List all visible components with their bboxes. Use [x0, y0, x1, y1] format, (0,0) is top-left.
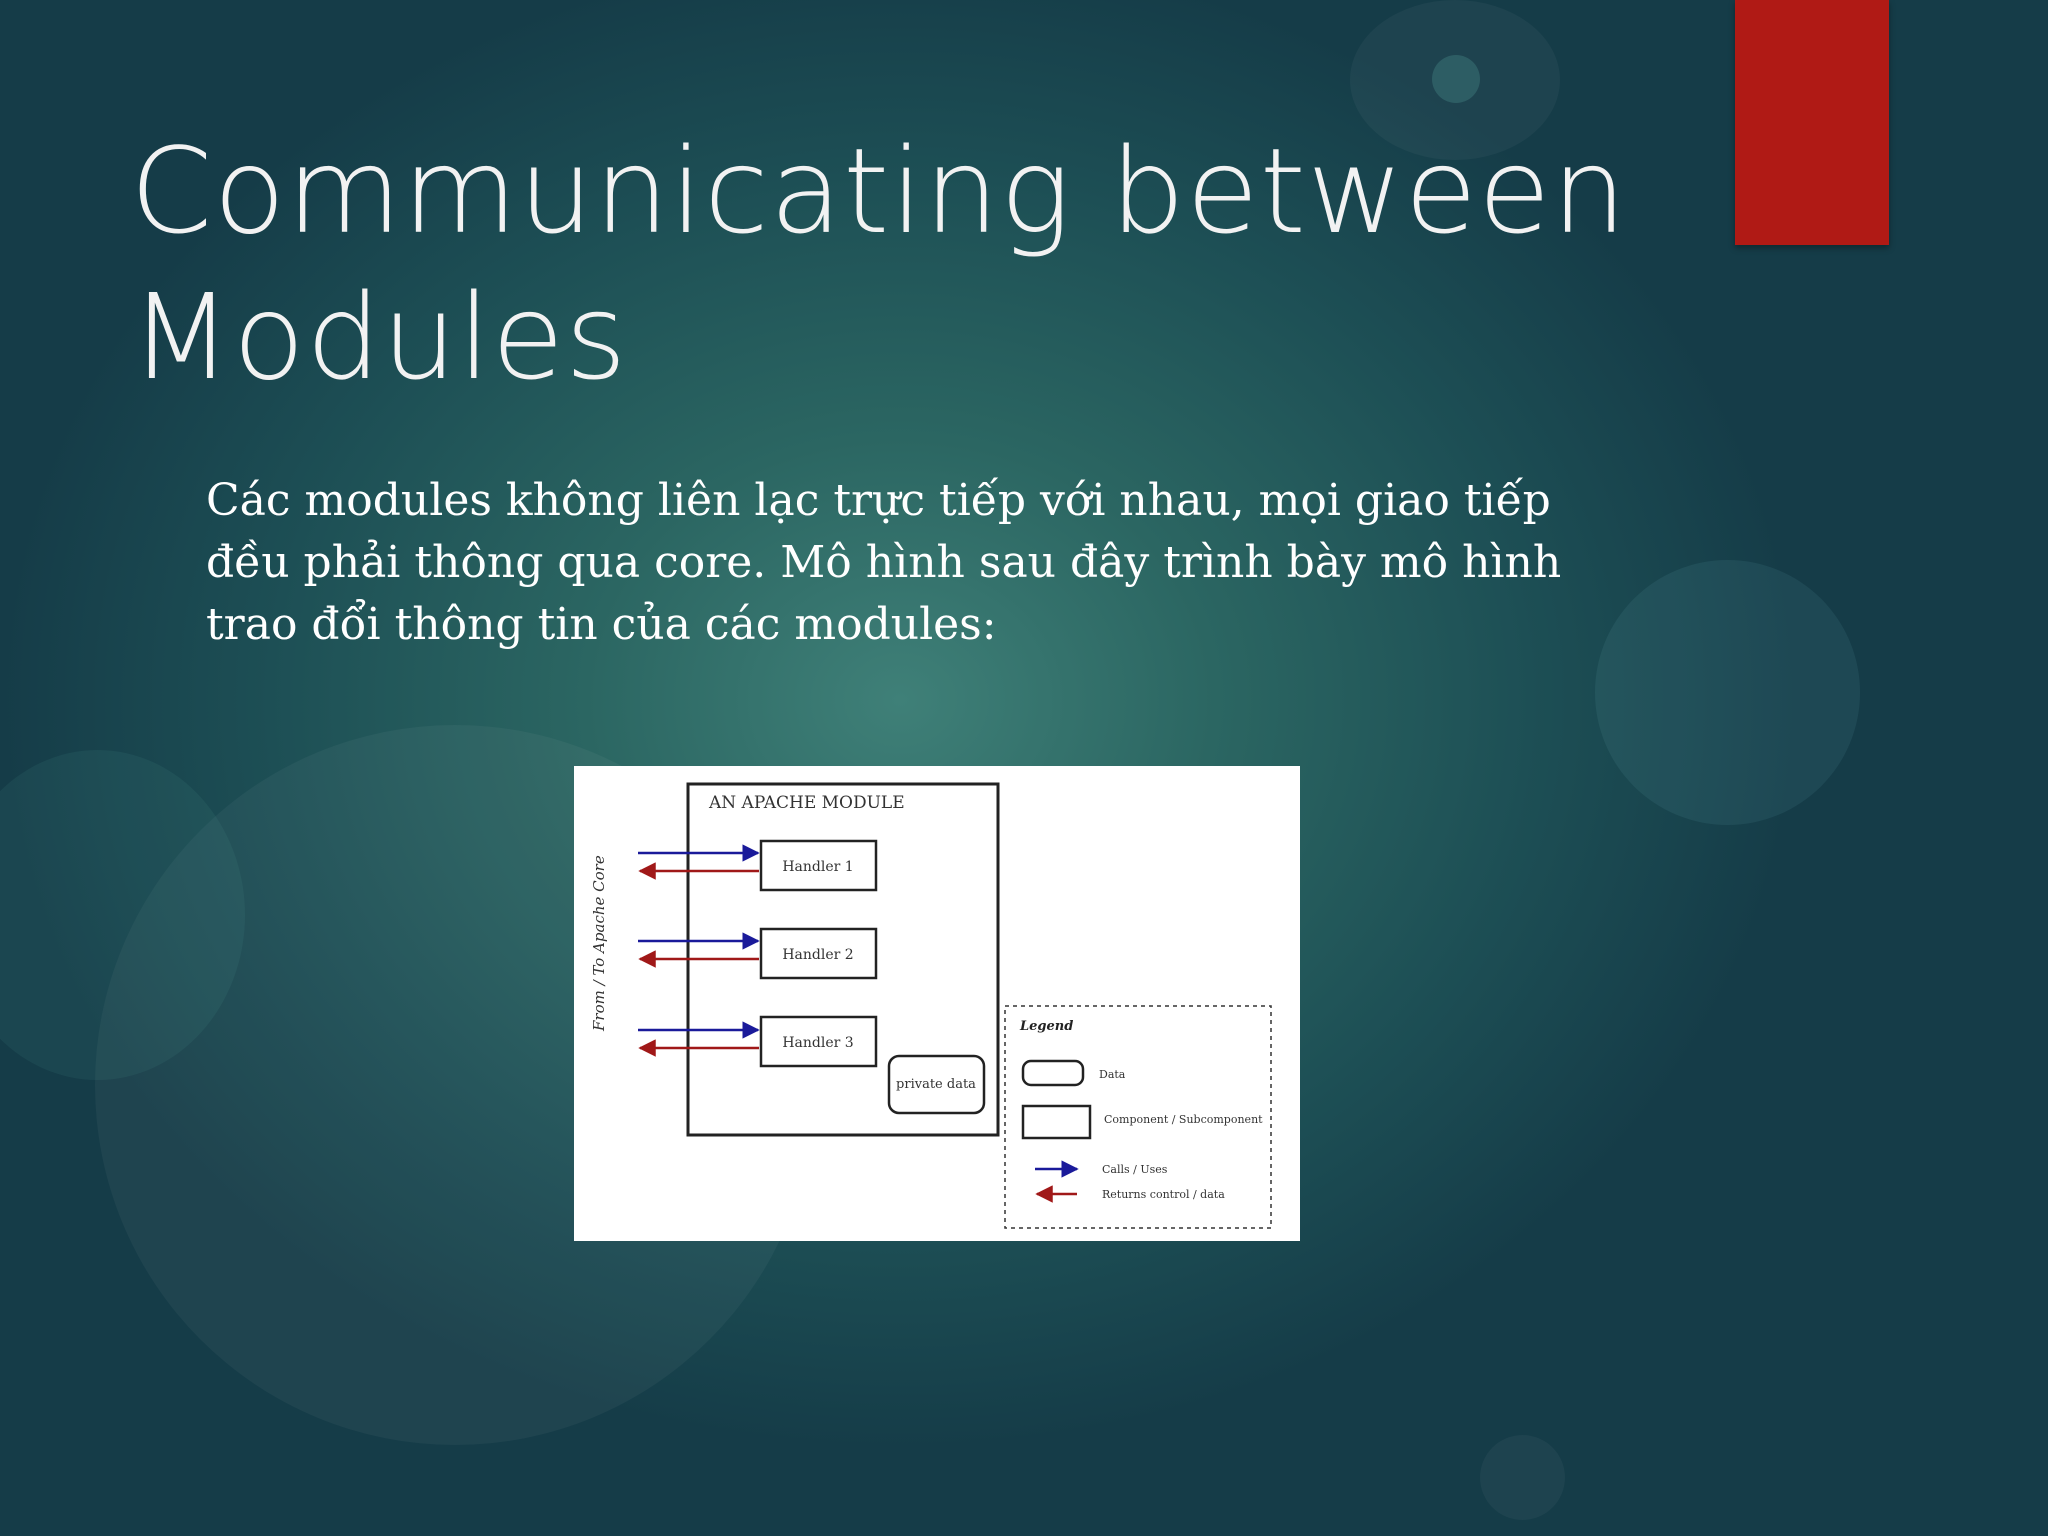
- legend-component-shape: [1021, 1104, 1092, 1140]
- handler-box: [759, 839, 878, 892]
- private-data-box: [887, 1054, 986, 1115]
- accent-bar: [1735, 0, 1889, 245]
- bokeh-circle: [1432, 55, 1480, 103]
- apache-module-diagram: AN APACHE MODULE From / To Apache Core H…: [574, 766, 1300, 1241]
- handler-box: [759, 927, 878, 980]
- legend-component-label: Component / Subcomponent: [1104, 1113, 1263, 1126]
- legend-returns-label: Returns control / data: [1102, 1188, 1225, 1201]
- slide-body-text: Các modules không liên lạc trực tiếp với…: [206, 475, 1562, 650]
- handler-box: [759, 1015, 878, 1068]
- bokeh-circle: [0, 750, 245, 1080]
- legend-calls-label: Calls / Uses: [1102, 1163, 1168, 1176]
- slide-title-line-2: Modules: [130, 268, 628, 406]
- bokeh-circle: [1480, 1435, 1565, 1520]
- slide-title-line-1: Communicating between: [130, 122, 1628, 260]
- side-label: From / To Apache Core: [590, 855, 608, 1032]
- handler-label: Handler 3: [782, 1035, 853, 1051]
- private-data-label: private data: [896, 1077, 976, 1092]
- legend-title: Legend: [1019, 1019, 1073, 1034]
- legend-data-label: Data: [1099, 1068, 1126, 1081]
- handler-label: Handler 2: [782, 947, 853, 963]
- legend-data-shape: [1021, 1059, 1085, 1087]
- handler-label: Handler 1: [782, 859, 853, 875]
- legend-box: [1004, 1005, 1272, 1229]
- module-title: AN APACHE MODULE: [708, 793, 905, 813]
- slide-title: Communicating between Modules: [130, 118, 1730, 410]
